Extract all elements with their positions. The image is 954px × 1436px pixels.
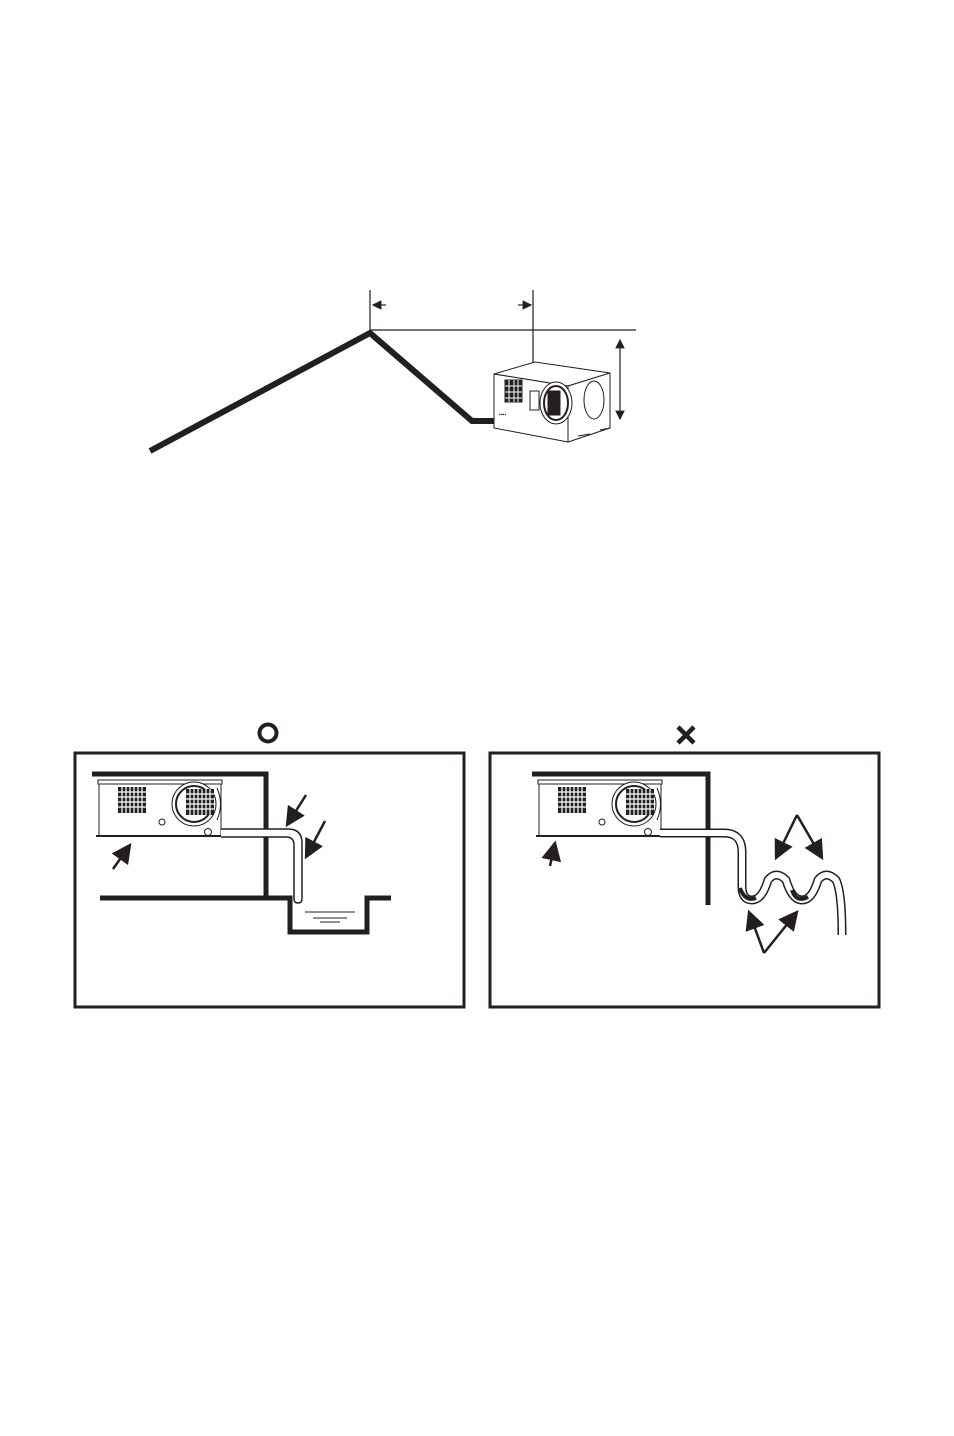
roof-line [148,329,528,454]
arrow-icon [111,842,132,870]
arrow-icon [795,814,824,861]
arrow-icon [304,820,327,860]
arrow-icon [774,814,799,861]
cross-incorrect-icon [676,725,696,745]
incorrect-drain-figure [488,725,881,1009]
circle-correct-icon [257,722,279,744]
roof-diagram: ▪▪▪▪ [148,290,636,454]
panel-frame [488,751,881,1009]
air-conditioner-unit-icon [536,780,664,836]
arrow-icon [745,909,766,954]
arrow-icon [763,910,799,954]
water-trap [738,887,809,901]
panel-frame [73,751,466,1009]
arrow-icon [285,794,308,828]
svg-text:▪▪▪▪: ▪▪▪▪ [499,412,506,418]
arrow-icon [541,840,562,867]
correct-drain-figure [73,722,466,1009]
air-conditioner-unit-icon: ▪▪▪▪ [493,361,611,443]
air-conditioner-unit-icon [96,780,224,836]
drain-hose [221,828,303,904]
